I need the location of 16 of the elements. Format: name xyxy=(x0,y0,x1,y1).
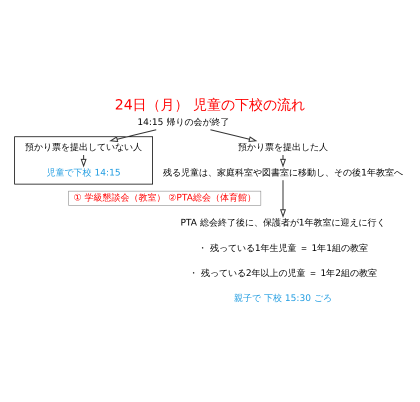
arrow xyxy=(280,154,286,168)
node-text: 預かり票を提出した人 xyxy=(238,143,328,154)
label: ・ 残っている1年生児童 ＝ 1年1組の教室 xyxy=(198,244,368,254)
arrow xyxy=(210,129,258,142)
label: 親子で 下校 15:30 ごろ xyxy=(234,294,332,304)
node-text: 児童で下校 14:15 xyxy=(46,168,121,178)
node-box: ① 学級懇談会（教室） ②PTA総会（体育館） xyxy=(68,190,262,206)
diagram-title: 24日（月） 児童の下校の流れ xyxy=(114,97,306,114)
node-text: PTA 総会終了後に、保護者が1年教室に迎えに行く xyxy=(180,218,386,229)
node-text: 預かり票を提出していない人 xyxy=(25,143,142,154)
arrow xyxy=(280,180,286,218)
arrow xyxy=(109,129,156,142)
label: ・ 残っている2年以上の児童 ＝ 1年2組の教室 xyxy=(189,268,377,279)
arrow xyxy=(80,154,87,168)
node-text: 14:15 帰りの会が終了 xyxy=(137,118,230,128)
node-text: 残る児童は、家庭科室や図書室に移動し、その後1年教室へ xyxy=(163,168,403,178)
